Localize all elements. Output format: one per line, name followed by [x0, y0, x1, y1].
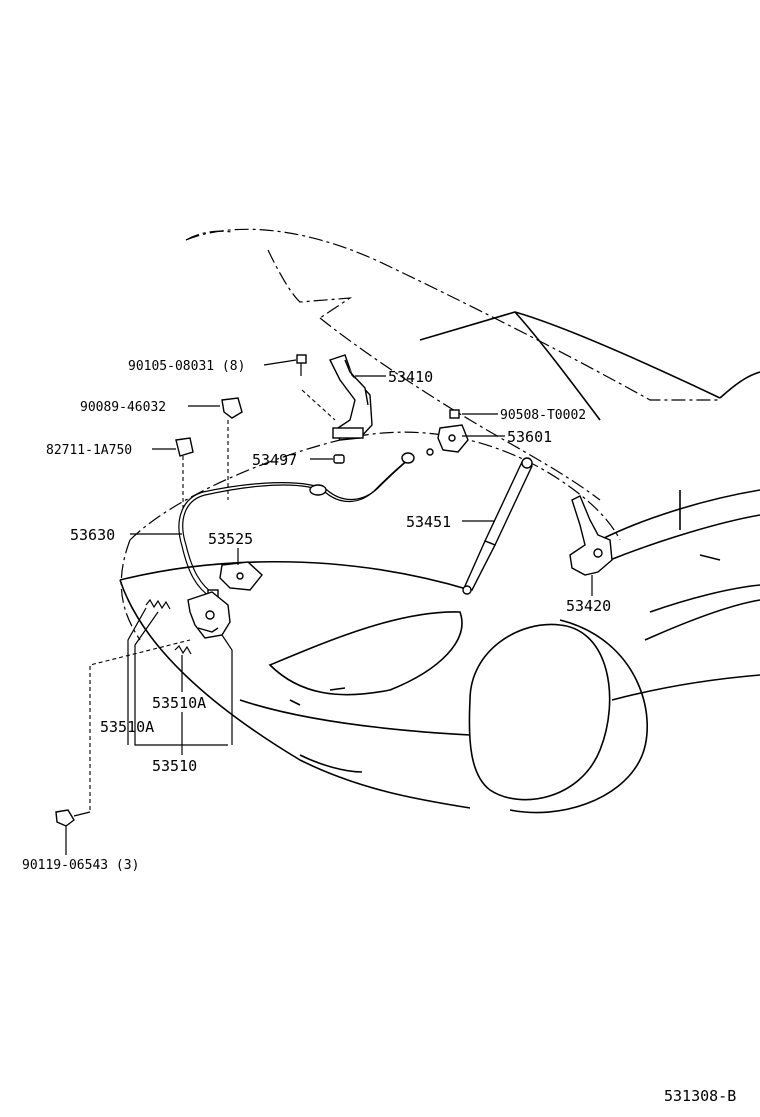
- bolt-90105-08031: [296, 354, 336, 421]
- clip-90089-46032: [221, 397, 243, 500]
- label-53510A-b: 53510A: [100, 718, 154, 736]
- label-53420: 53420: [566, 597, 611, 615]
- label-90089-46032: 90089-46032: [80, 400, 166, 415]
- label-53525: 53525: [208, 530, 253, 548]
- spring-53510A-b: [174, 645, 192, 655]
- hood-outline: [185, 228, 720, 501]
- label-53510A-a: 53510A: [152, 694, 206, 712]
- bracket-53601: [437, 424, 469, 453]
- label-53451: 53451: [406, 513, 451, 531]
- bolt-90119-06543: [55, 639, 191, 827]
- release-lever-53525: [219, 561, 263, 591]
- label-53410: 53410: [388, 368, 433, 386]
- cushion-53497: [333, 454, 345, 464]
- label-82711-1A750: 82711-1A750: [46, 443, 132, 458]
- hood-support-53451: [462, 457, 533, 595]
- part-labels: 90105-08031 (8) 53410 90089-46032 90508-…: [22, 359, 736, 1105]
- label-90508-T0002: 90508-T0002: [500, 408, 586, 423]
- hood-hinge-53420: [569, 495, 613, 576]
- label-53497: 53497: [252, 451, 297, 469]
- engine-bay-outline: [120, 431, 621, 641]
- fender-and-bumper: [119, 489, 760, 814]
- bolt-90508-T0002: [449, 409, 460, 419]
- hood-hinge-53410: [329, 354, 373, 441]
- windshield-outline: [419, 311, 760, 421]
- spring-53510A-a: [145, 598, 171, 610]
- label-90119-06543: 90119-06543 (3): [22, 858, 139, 873]
- label-53601: 53601: [507, 428, 552, 446]
- label-90105-08031: 90105-08031 (8): [128, 359, 245, 374]
- label-53630: 53630: [70, 526, 115, 544]
- leader-lines: [65, 359, 593, 855]
- hood-lock-53510: [187, 591, 231, 639]
- diagram-code: 531308-B: [664, 1087, 736, 1105]
- label-53510: 53510: [152, 757, 197, 775]
- release-cable-53630: [178, 448, 434, 599]
- clip-82711-1A750: [175, 437, 194, 510]
